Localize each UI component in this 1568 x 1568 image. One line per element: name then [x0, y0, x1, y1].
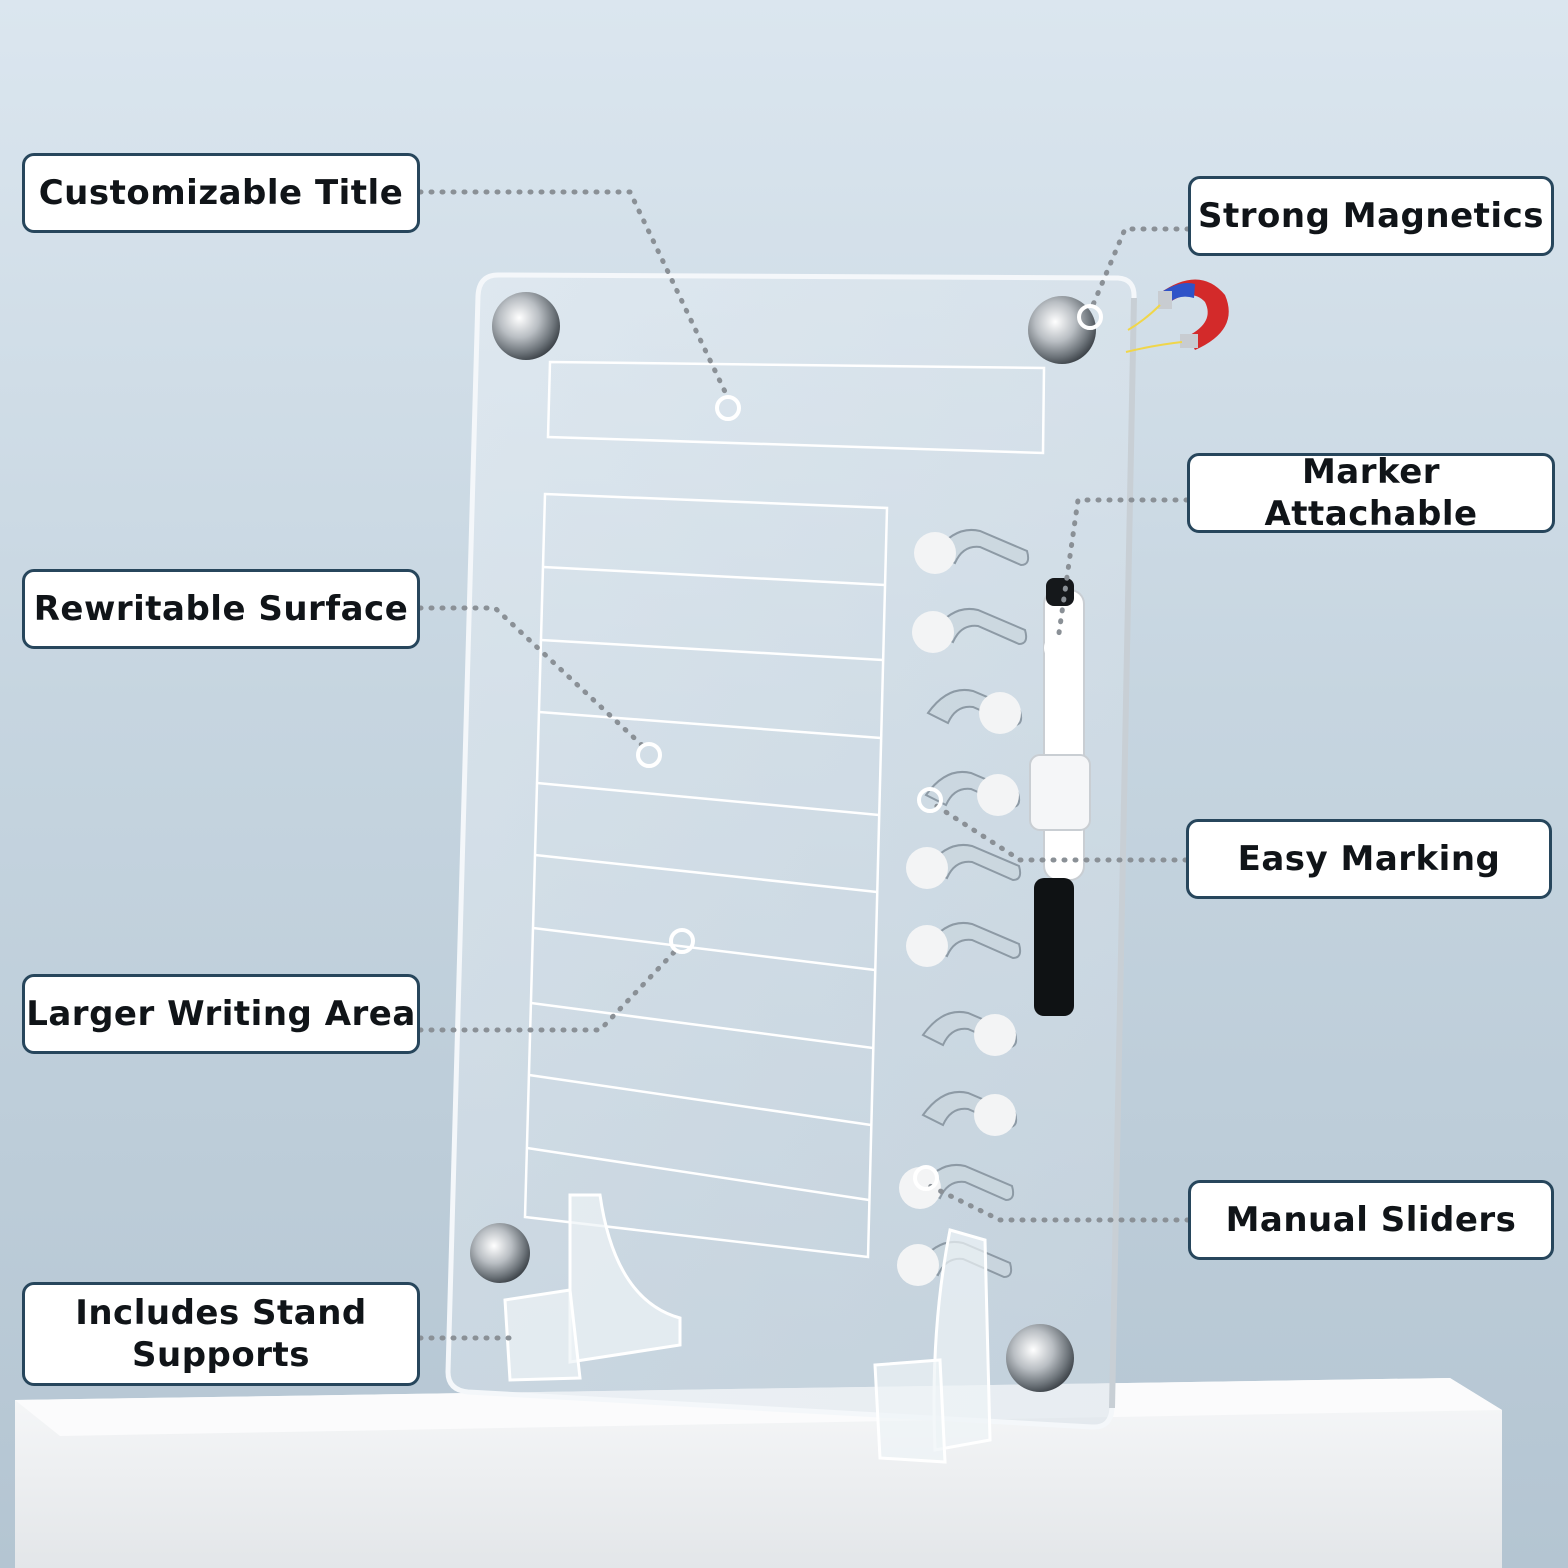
callout-label-line1: Includes Stand: [75, 1293, 367, 1333]
slider-dot[interactable]: [979, 692, 1021, 734]
slider-tab-icon[interactable]: [925, 922, 1022, 960]
callout-label: Strong Magnetics: [1198, 196, 1544, 236]
callout-easy-marking: Easy Marking: [1186, 819, 1552, 899]
callout-label: Larger Writing Area: [26, 994, 416, 1034]
magnet-icon: [1125, 279, 1229, 353]
callout-customizable-title: Customizable Title: [22, 153, 420, 233]
slider-dot[interactable]: [974, 1094, 1016, 1136]
callout-includes-stand-supports: Includes Stand Supports: [22, 1282, 420, 1386]
slider-dot[interactable]: [906, 847, 948, 889]
title-area: [546, 360, 1046, 455]
stand-supports: [503, 1193, 992, 1464]
slider-dot[interactable]: [977, 774, 1019, 816]
callout-label: Marker Attachable: [1264, 452, 1478, 534]
target-markers: [636, 304, 1103, 1191]
callout-label: Rewritable Surface: [33, 589, 409, 629]
slider-dot[interactable]: [897, 1244, 939, 1286]
callout-manual-sliders: Manual Sliders: [1188, 1180, 1554, 1260]
callout-label: Manual Sliders: [1225, 1200, 1517, 1240]
slider-dot[interactable]: [914, 532, 956, 574]
slider-tab-icon[interactable]: [931, 608, 1028, 646]
slider-dot[interactable]: [906, 925, 948, 967]
acrylic-board: [445, 272, 1137, 1430]
leader-lines: [417, 189, 1191, 1341]
callout-larger-writing-area: Larger Writing Area: [22, 974, 420, 1054]
callout-label-line2: Supports: [132, 1335, 310, 1375]
slider-dot[interactable]: [974, 1014, 1016, 1056]
callout-rewritable-surface: Rewritable Surface: [22, 569, 420, 649]
writing-area: [523, 492, 889, 1259]
callout-label: Easy Marking: [1237, 839, 1501, 879]
callout-strong-magnetics: Strong Magnetics: [1188, 176, 1554, 256]
slider-tab-icon[interactable]: [925, 844, 1022, 882]
slider-column: [897, 529, 1030, 1286]
slider-tab-icon[interactable]: [933, 529, 1030, 567]
slider-dot[interactable]: [912, 611, 954, 653]
callout-label: Customizable Title: [38, 173, 404, 213]
callout-marker-attachable: Marker Attachable: [1187, 452, 1555, 534]
